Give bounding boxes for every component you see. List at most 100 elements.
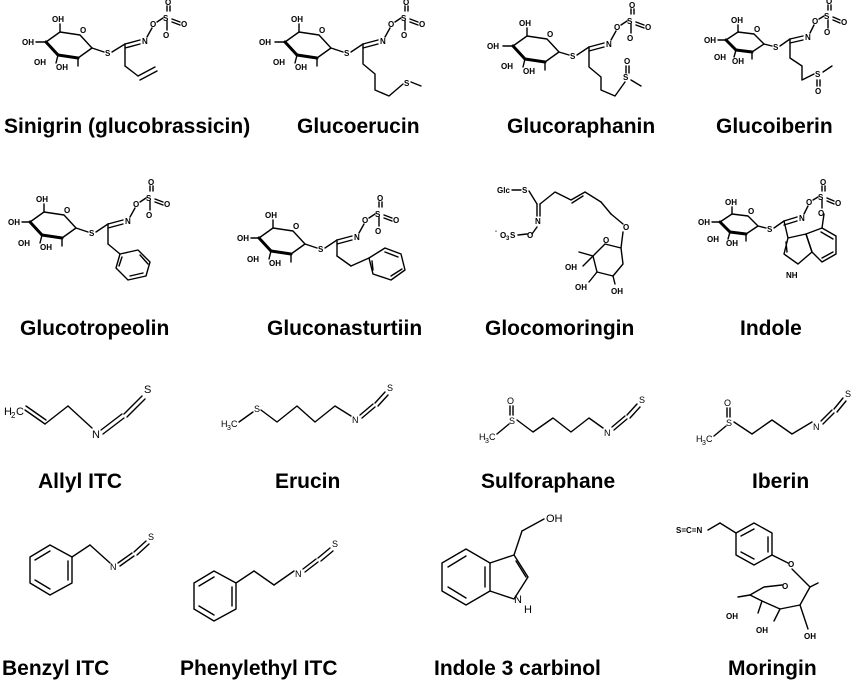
sulforaphane-structure-svg: H 3 C S O N S [479, 395, 645, 445]
s-label: S [639, 395, 645, 405]
o-label: O [362, 216, 368, 225]
benzyl-itc-structure-svg: N S [29, 532, 154, 596]
compound-allyl-itc: H 2 C N S Allyl ITC [0, 360, 215, 500]
oh-label: OH [523, 67, 535, 76]
oh-label: OH [36, 195, 48, 204]
oh-label: OH [52, 15, 64, 24]
oh-label: OH [247, 255, 259, 264]
benzyl-itc-structure: N S [0, 505, 170, 635]
o-label: O [788, 560, 794, 569]
glocomoringin-structure: Glc S N O 3 S - O O OH OH [475, 170, 690, 305]
s-label: S [845, 389, 851, 399]
oh-label: OH [804, 632, 816, 641]
ring-o-label: O [293, 222, 299, 231]
s-label: S [522, 186, 528, 195]
s-label: S [623, 73, 629, 82]
o-label: O [623, 223, 629, 232]
oh-label: OH [22, 38, 34, 47]
o-label: O [419, 20, 425, 29]
s-label: S [332, 539, 338, 549]
compound-name-label: Allyl ITC [38, 470, 123, 493]
n-label: N [813, 422, 820, 432]
compound-name-label: Gluconasturtiin [267, 317, 423, 340]
o-label: O [624, 57, 630, 66]
oh-label: OH [756, 626, 768, 635]
s-label: S [318, 245, 324, 254]
allyl-itc-structure: H 2 C N S [0, 360, 215, 460]
s-label: S [89, 229, 95, 238]
h3c-subscript: 3 [485, 438, 489, 445]
glucotropeolin-structure: OH OH OH OH O S N O S O O O [0, 170, 215, 300]
o-label: O [629, 1, 635, 10]
h2c-label: H [4, 406, 12, 418]
h3c-subscript: 3 [227, 425, 231, 432]
s-label: S [815, 70, 821, 79]
glucoiberin-structure: OH OH OH OH O S N O S O O O S [690, 0, 858, 110]
moringin-structure-svg: S=C=N O O OH OH OH [676, 522, 819, 641]
compound-name-label: Moringin [728, 657, 817, 680]
compound-moringin: S=C=N O O OH OH OH Moringin [670, 505, 858, 684]
o-label: O [820, 178, 826, 187]
n-label: N [354, 233, 360, 242]
glucoerucin-structure-svg: OH OH OH OH O S N O S O O O S [259, 0, 425, 97]
o-label: O [401, 31, 407, 40]
oh-label: OH [295, 63, 307, 72]
o-label: O [148, 178, 154, 187]
h3c-subscript: 3 [702, 440, 706, 447]
o-label: O [507, 396, 514, 406]
oh-label: OH [565, 263, 577, 272]
ring-o-label: O [319, 26, 325, 35]
oh-label: OH [269, 259, 281, 268]
s-label: S [824, 12, 830, 21]
ring-o-label: O [748, 207, 754, 216]
compound-sinigrin: OH OH OH OH O S N O S O O O [0, 0, 250, 170]
oh-label: OH [698, 218, 710, 227]
compound-iberin: H 3 C S O N S Iberin [690, 360, 858, 500]
h3c-label: H [696, 434, 703, 444]
h3c-c-label: C [231, 419, 238, 429]
o3s-subscript: 3 [506, 236, 510, 242]
n-label: N [92, 429, 100, 441]
phenylethyl-itc-structure: N S [170, 505, 430, 635]
h3c-label: H [221, 419, 228, 429]
o-label: O [527, 231, 533, 240]
h3c-label: H [479, 432, 486, 442]
oh-label: OH [487, 42, 499, 51]
s-label: S [627, 17, 633, 26]
n-label: N [799, 214, 805, 223]
o-label: O [164, 200, 170, 209]
gluconasturtiin-structure-svg: OH OH OH OH O S N O S O O O [237, 194, 406, 281]
oh-label: OH [704, 36, 716, 45]
s-label: S [818, 193, 824, 202]
allyl-itc-structure-svg: H 2 C N S [4, 384, 151, 441]
o-label: O [724, 398, 731, 408]
compound-erucin: H 3 C S N S Erucin [215, 360, 460, 500]
oh-label: OH [731, 16, 743, 25]
o-label: O [388, 20, 394, 29]
compound-name-label: Sulforaphane [481, 470, 616, 493]
oh-label: OH [611, 287, 623, 296]
compound-glucoraphanin: OH OH OH OH O S N O S O O O S [475, 0, 690, 170]
indole-glucosinolate-structure: OH OH OH OH O S N O S O O O [690, 170, 858, 300]
n-label: N [514, 594, 522, 606]
compound-name-label: Glucoraphanin [507, 115, 656, 138]
iberin-structure: H 3 C S O N S [690, 360, 858, 460]
s-label: S [773, 43, 779, 52]
o-label: O [163, 31, 169, 40]
phenylethyl-itc-structure-svg: N S [193, 539, 338, 622]
n-label: N [606, 40, 612, 49]
o-label: O [815, 87, 821, 96]
compound-phenylethyl-itc: N S Phenylethyl ITC [170, 505, 430, 684]
compound-benzyl-itc: N S Benzyl ITC [0, 505, 170, 684]
n-label: N [805, 33, 811, 42]
s-label: S [375, 210, 381, 219]
n-label: N [380, 37, 386, 46]
glc-label: Glc [497, 186, 510, 195]
compound-name-label: Erucin [275, 470, 341, 493]
s-label: S [401, 14, 407, 23]
o-label: O [841, 18, 847, 27]
ring-o-label: O [64, 206, 70, 215]
s-label: S [570, 52, 576, 61]
oh-label: OH [725, 198, 737, 207]
compound-indole-glucosinolate: OH OH OH OH O S N O S O O O [690, 170, 858, 350]
